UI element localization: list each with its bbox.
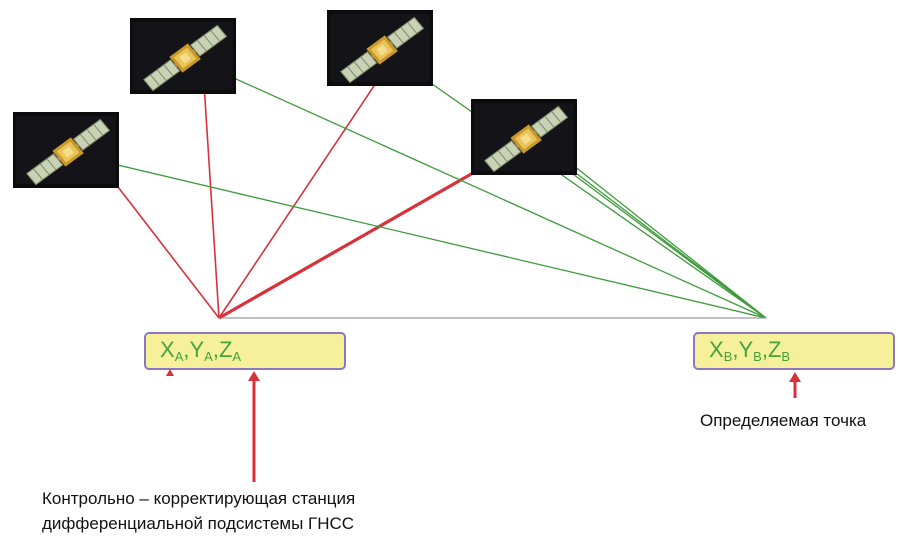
station-a-small-marker	[166, 369, 174, 376]
signal-sat2-station-a	[202, 67, 220, 319]
satellite-icon	[129, 17, 237, 95]
satellite-4	[470, 98, 578, 176]
station-b-coords: XB,YB,ZB	[709, 337, 791, 364]
station-b-coords-box: XB,YB,ZB	[693, 332, 895, 370]
station-a-caption: Контрольно – корректирующая станция дифф…	[42, 486, 355, 536]
satellite-3	[326, 9, 434, 87]
signal-sat4-point-b-3	[544, 142, 767, 319]
station-a-caption-line2: дифференциальной подсистемы ГНСС	[42, 514, 355, 533]
signal-sat3-point-b	[394, 57, 767, 319]
station-a-coords: XA,YA,ZA	[160, 337, 242, 364]
station-a-coords-box: XA,YA,ZA	[144, 332, 346, 370]
signal-sat3-station-a	[218, 61, 391, 319]
satellite-1	[12, 111, 120, 189]
station-a-pointer-arrow	[248, 371, 260, 482]
signal-sat1-point-b	[87, 157, 767, 319]
station-b-caption: Определяемая точка	[700, 411, 867, 430]
satellite-2	[129, 17, 237, 95]
signal-sat2-point-b	[204, 64, 767, 319]
satellite-icon	[12, 111, 120, 189]
satellite-icon	[470, 98, 578, 176]
signal-sat4-point-b-2	[537, 147, 767, 319]
satellite-icon	[326, 9, 434, 87]
station-a-caption-line1: Контрольно – корректирующая станция	[42, 489, 356, 508]
point-b-pointer-arrow	[789, 372, 801, 398]
